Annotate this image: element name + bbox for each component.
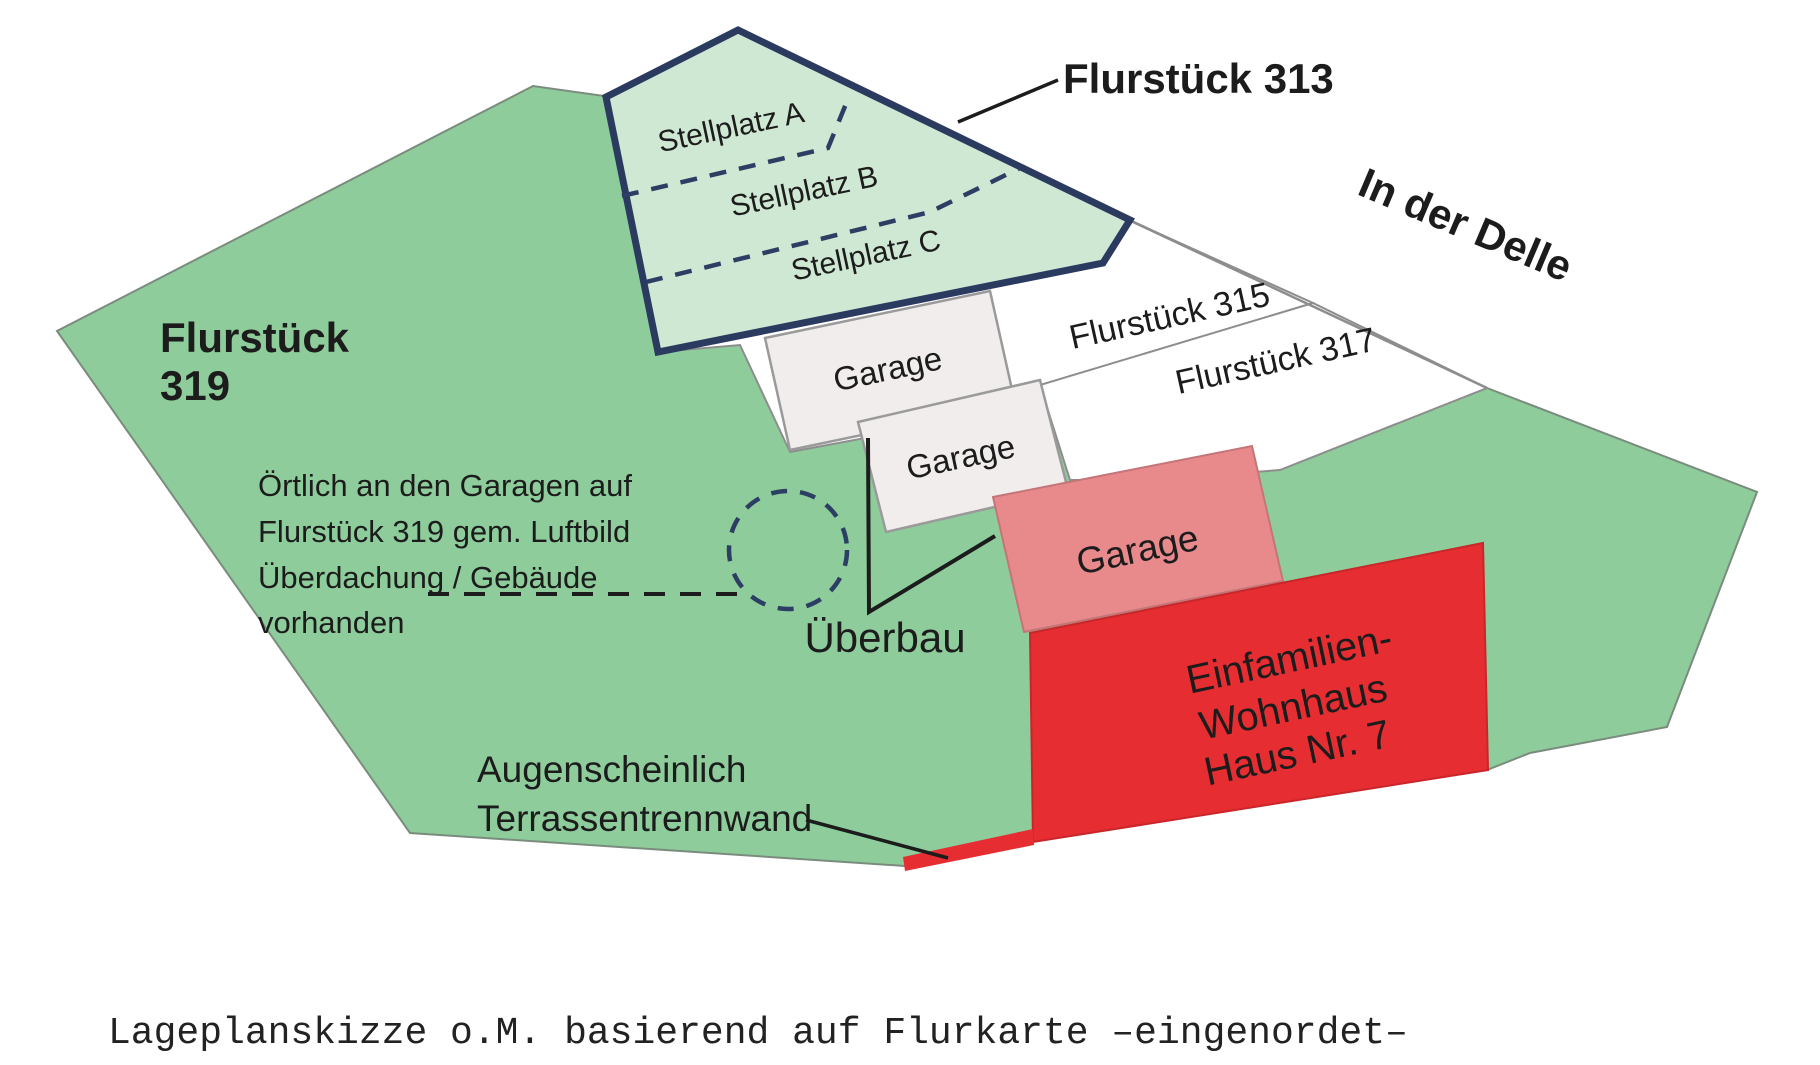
- garage-pink: [991, 444, 1285, 634]
- terrassenwand-label-line2: Terrassentrennwand: [477, 798, 812, 839]
- parcel-319-label-line1: Flurstück: [160, 314, 350, 361]
- plan-caption: Lageplanskizze o.M. basierend auf Flurka…: [108, 1012, 1408, 1055]
- luftbild-note-line2: Flurstück 319 gem. Luftbild: [258, 514, 630, 549]
- luftbild-dashed-circle: [726, 488, 850, 612]
- house-einfamilienhaus: [1028, 541, 1490, 844]
- terrassentrennwand-wall: [903, 829, 1034, 871]
- terrassenwand-label-line1: Augenscheinlich: [477, 749, 746, 790]
- parcel-313-area: [602, 26, 1136, 357]
- stellplatz-divider-b-c: [645, 165, 1021, 285]
- parcel-319-label-line2: 319: [160, 362, 230, 409]
- luftbild-note-line4: vorhanden: [258, 605, 405, 640]
- parcel-313-label: Flurstück 313: [1063, 55, 1334, 102]
- parcel-313-leader: [957, 78, 1059, 124]
- luftbild-note-line3: Überdachung / Gebäude: [258, 560, 598, 595]
- terrassenwand-leader: [805, 818, 949, 860]
- stellplatz-divider-a-b: [621, 93, 853, 199]
- street-boundary-line: [1130, 219, 1488, 390]
- street-name-label: In der Delle: [1352, 159, 1579, 291]
- ueberbau-leader: [866, 437, 997, 616]
- parcel-317-area: [1038, 301, 1490, 481]
- luftbild-note-line1: Örtlich an den Garagen auf: [258, 468, 632, 503]
- ueberbau-label: Überbau: [804, 614, 965, 661]
